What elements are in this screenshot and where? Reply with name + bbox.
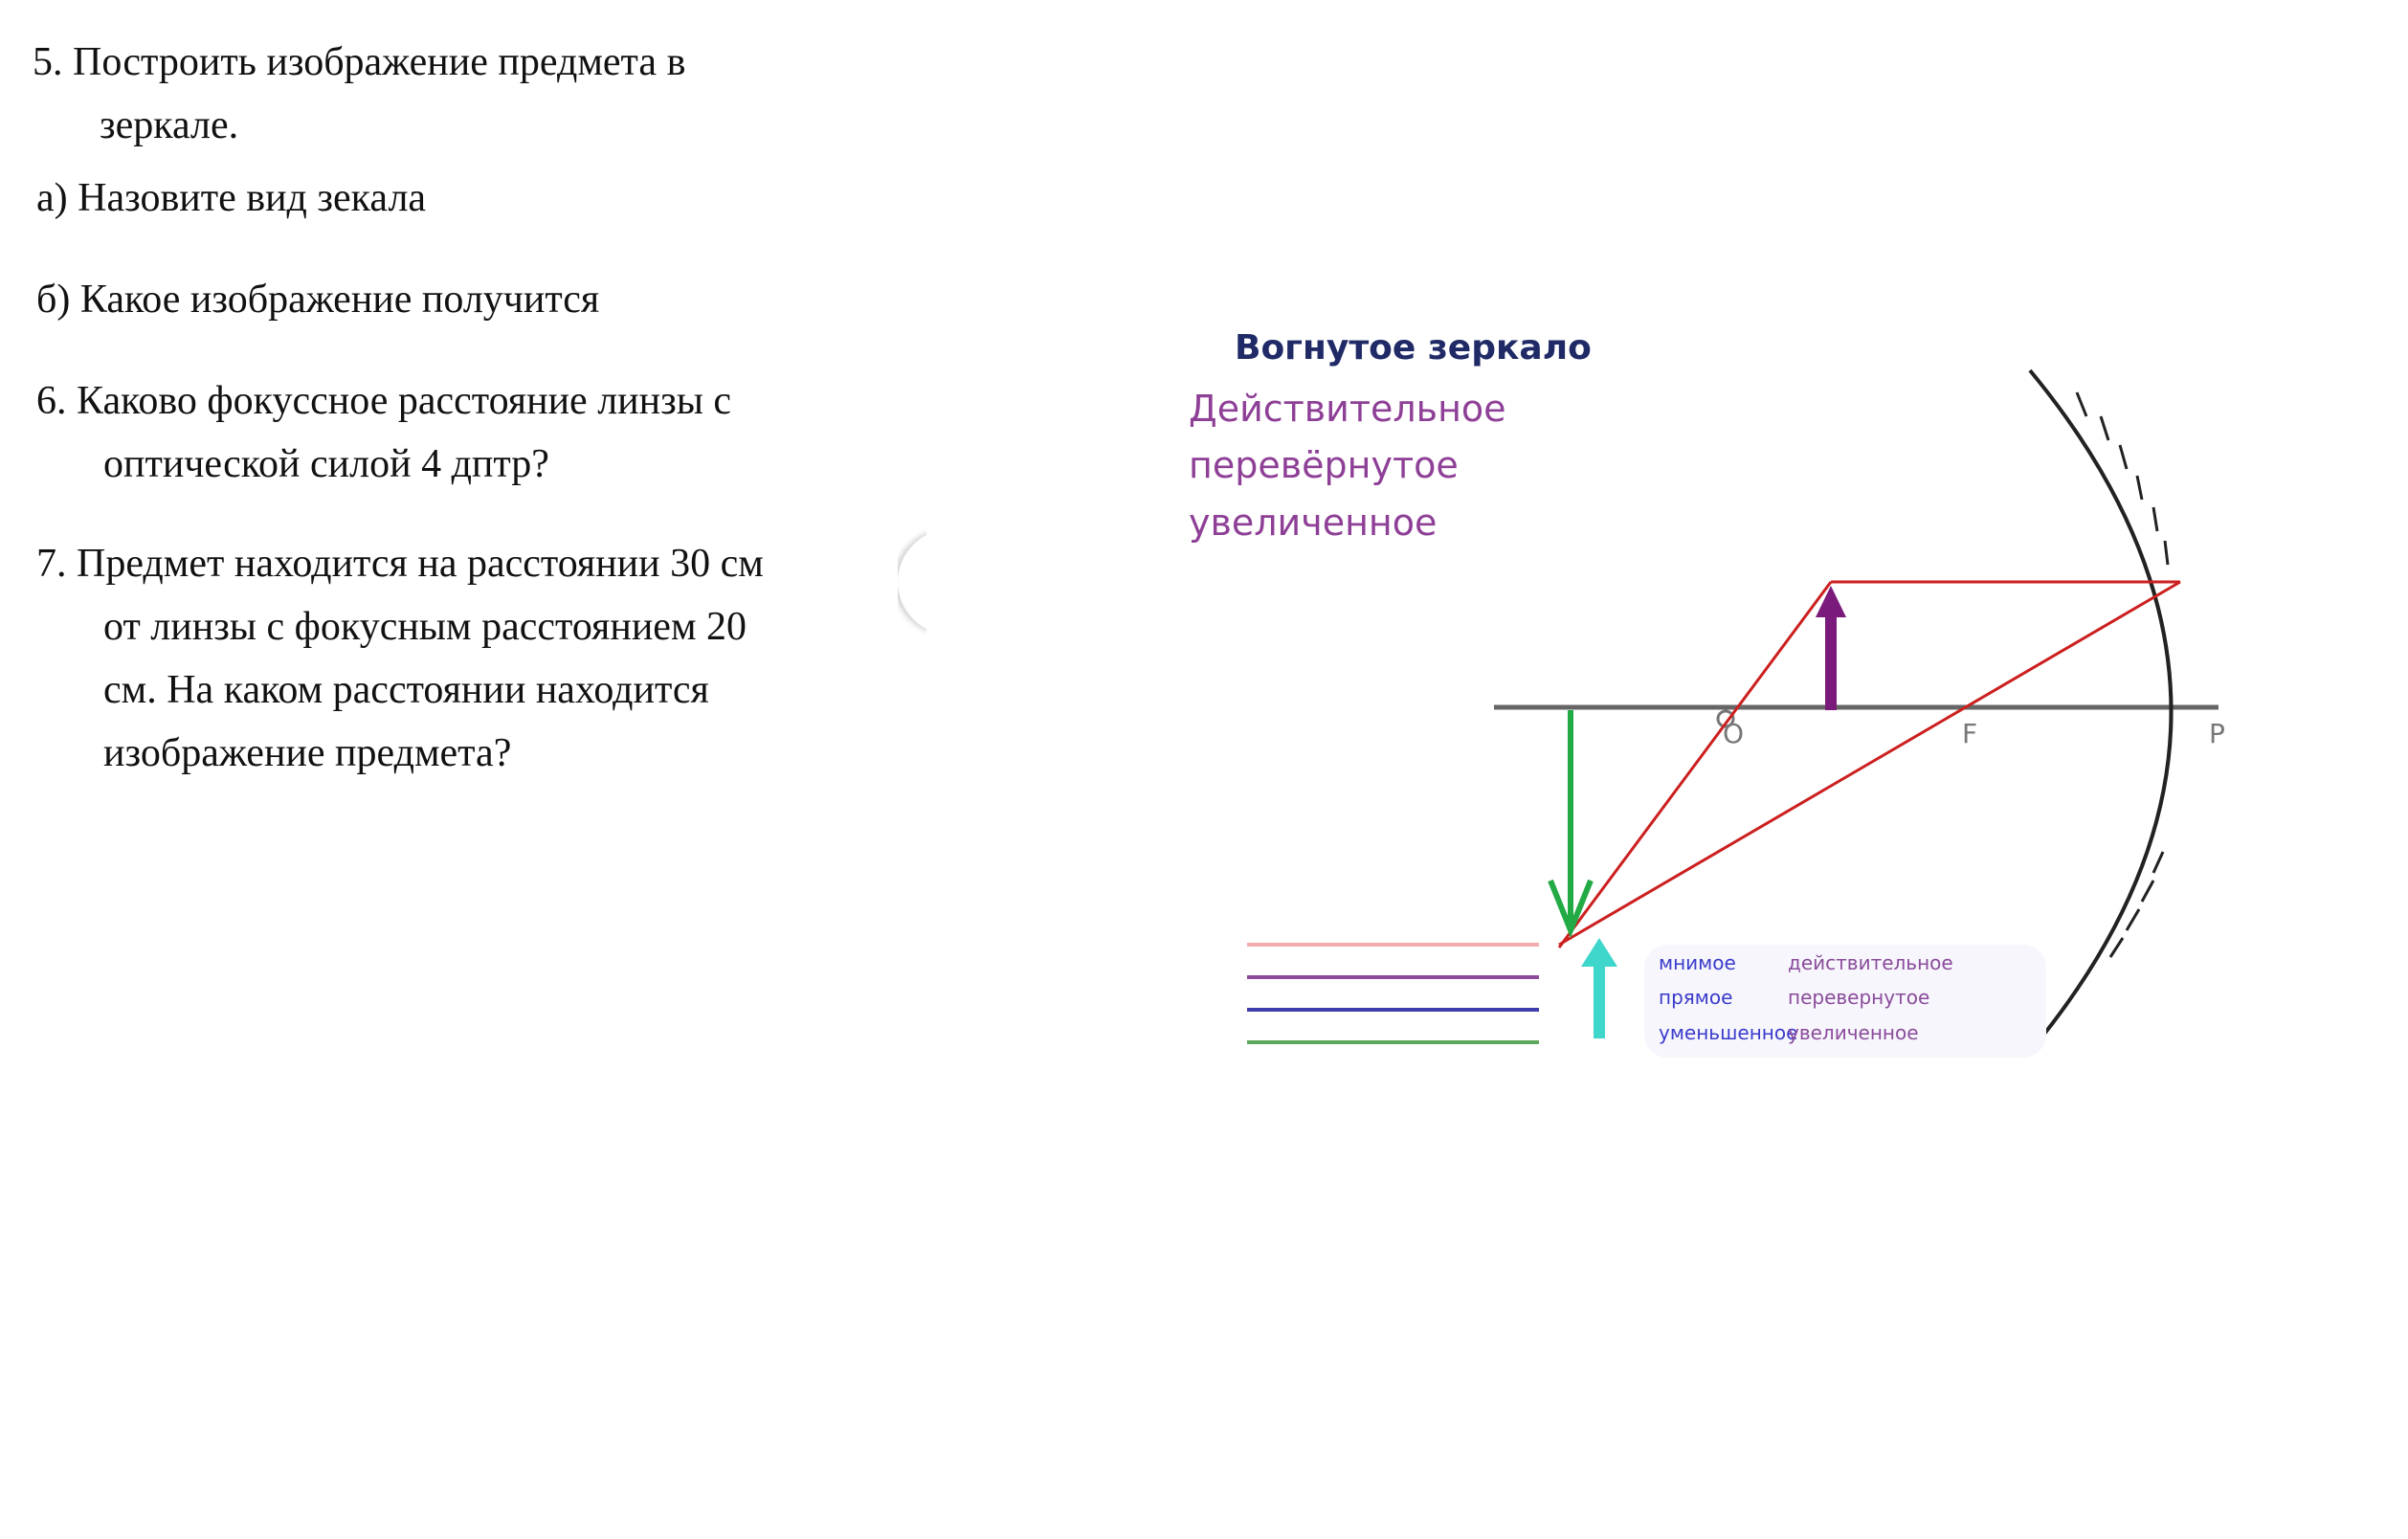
object-arrow [1816, 586, 1846, 710]
legend-text: мнимое действительное прямое перевернуто… [1659, 951, 1953, 1044]
legend-inverted: перевернутое [1788, 986, 1929, 1009]
legend-box [1644, 945, 2046, 1058]
q6-line2: оптической силой 4 дптр? [103, 442, 549, 486]
answer-line-2: перевёрнутое [1189, 444, 1459, 486]
diagram-title: Вогнутое зеркало [1235, 328, 1592, 368]
rays [1557, 580, 2181, 948]
mirror-arc [2028, 368, 2174, 1044]
answer-line-3: увеличенное [1189, 502, 1438, 544]
legend-virtual: мнимое [1659, 951, 1736, 974]
image-arrow [1548, 710, 1594, 939]
q7-line4: изображение предмета? [103, 731, 512, 775]
q5-line2: зеркале. [100, 103, 239, 147]
q5-line1: 5. Построить изображение предмета в [33, 40, 686, 84]
answer-line-1: Действительное [1189, 388, 1506, 430]
label-o: O [1723, 718, 1744, 749]
q7-line1: 7. Предмет находится на расстоянии 30 см [36, 542, 764, 586]
label-f: F [1962, 718, 1977, 749]
point-o [1716, 709, 1735, 728]
question-7: 7. Предмет находится на расстоянии 30 см… [36, 532, 764, 785]
legend-upright: прямое [1659, 986, 1732, 1009]
question-5b: б) Какое изображение получится [36, 278, 600, 322]
question-5a: а) Назовите вид зекала [36, 176, 427, 220]
question-6: 6. Каково фокуссное расстояние линзы с о… [36, 369, 731, 496]
q7-line3: см. На каком расстоянии находится [103, 668, 709, 712]
mirror-hatching [2075, 391, 2170, 958]
q7-line2: от линзы с фокусным расстоянием 20 [103, 605, 747, 649]
collapse-handle[interactable] [898, 529, 926, 637]
legend-lines [1247, 943, 1539, 1044]
question-5: 5. Построить изображение предмета в зерк… [33, 31, 685, 157]
q6-line1: 6. Каково фокуссное расстояние линзы с [36, 379, 732, 423]
cyan-arrow [1581, 938, 1617, 1038]
legend-magnified: увеличенное [1788, 1021, 1919, 1044]
legend-diminished: уменьшенное [1659, 1021, 1797, 1044]
label-p: P [2209, 718, 2225, 749]
legend-real: действительное [1788, 951, 1953, 974]
